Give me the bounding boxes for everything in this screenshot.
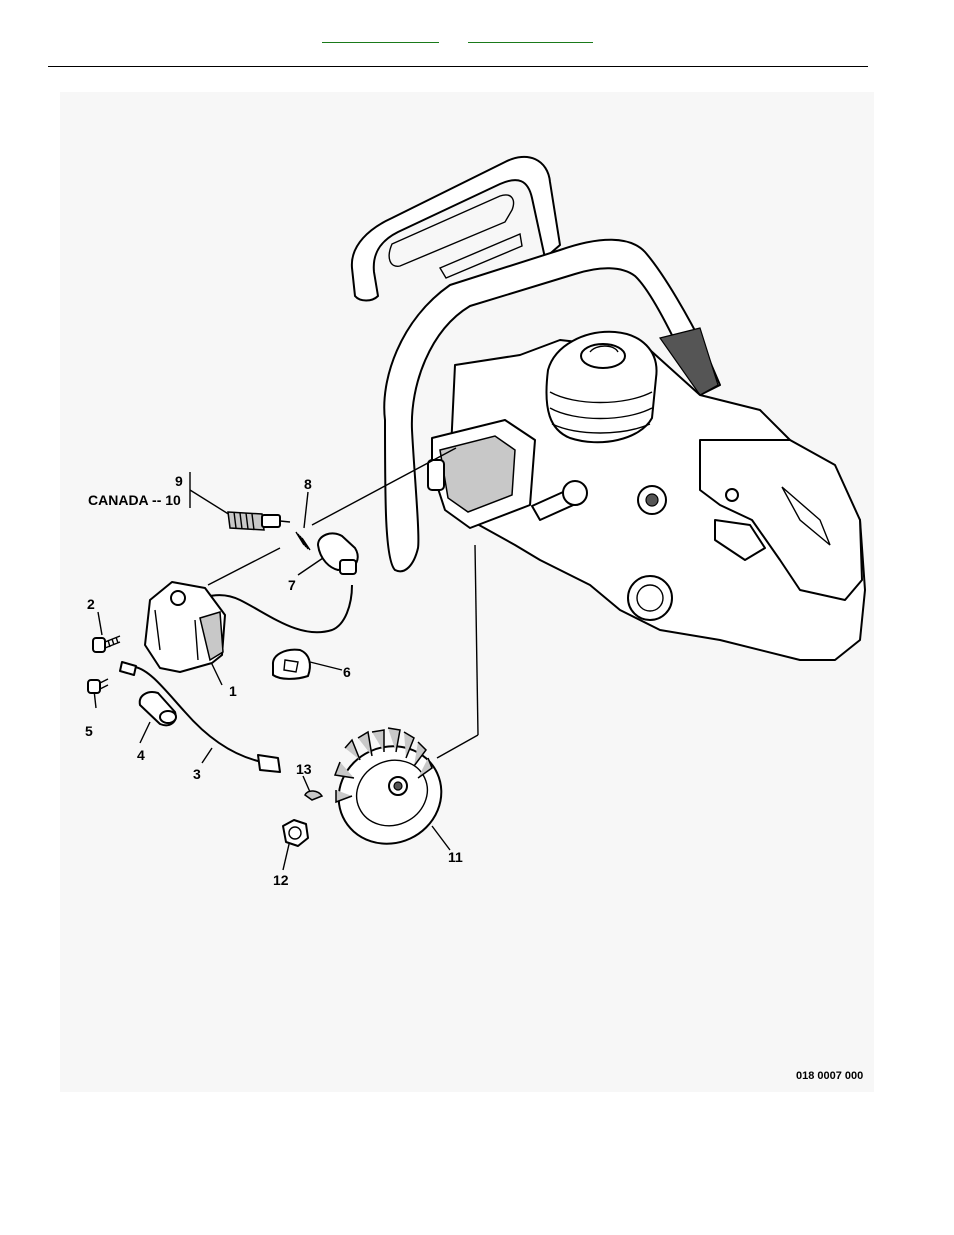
grommet bbox=[273, 650, 310, 679]
screw-5 bbox=[88, 679, 108, 693]
callout-11: 11 bbox=[448, 849, 463, 865]
spring bbox=[296, 532, 310, 550]
oil-cap bbox=[628, 576, 672, 620]
reference-number: 018 0007 000 bbox=[796, 1070, 863, 1082]
flywheel bbox=[323, 728, 458, 860]
callout-12: 12 bbox=[273, 872, 289, 888]
callout-1: 1 bbox=[229, 683, 237, 699]
rear-screw bbox=[726, 489, 738, 501]
clutch-hub-center bbox=[646, 494, 658, 506]
callout-10: CANADA -- 10 bbox=[88, 492, 181, 508]
callout-9: 9 bbox=[175, 473, 183, 489]
callout-13: 13 bbox=[296, 761, 312, 777]
callout-5: 5 bbox=[85, 723, 93, 739]
spark-plug-boot bbox=[318, 533, 358, 574]
flywheel-nut bbox=[283, 820, 308, 846]
mount-boss bbox=[428, 460, 444, 490]
spark-plug bbox=[228, 512, 290, 530]
spark-plug-boss bbox=[581, 344, 625, 368]
callout-8: 8 bbox=[304, 476, 312, 492]
callout-6: 6 bbox=[343, 664, 351, 680]
callout-3: 3 bbox=[193, 766, 201, 782]
chainsaw-body bbox=[352, 157, 865, 660]
callout-7: 7 bbox=[288, 577, 296, 593]
screw-2 bbox=[93, 636, 120, 652]
woodruff-key bbox=[305, 791, 322, 800]
crankshaft-collar bbox=[563, 481, 587, 505]
callout-2: 2 bbox=[87, 596, 95, 612]
callout-4: 4 bbox=[137, 747, 145, 763]
